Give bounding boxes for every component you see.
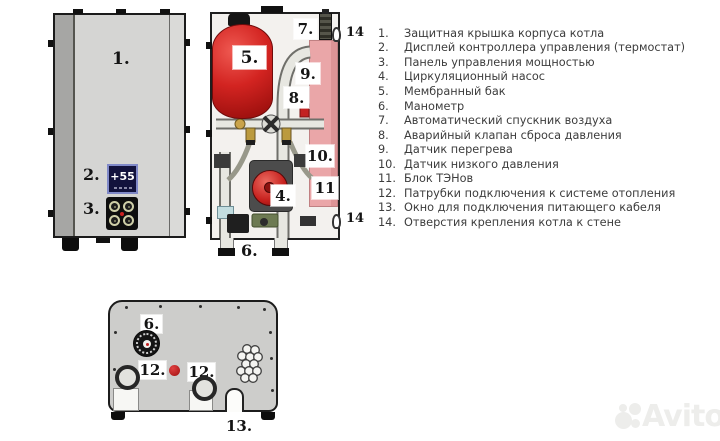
- legend-item: 14.Отверстия крепления котла к стене: [378, 215, 621, 229]
- panel-indicator-dot: [120, 212, 124, 216]
- tank-cap: [228, 13, 250, 26]
- screw-icon: [271, 389, 274, 392]
- display-buttons: [113, 187, 132, 189]
- ventilation-holes: [236, 344, 263, 383]
- avito-logo-icon: [619, 404, 627, 412]
- callout-12: 12.: [139, 361, 166, 379]
- top-tab: [73, 9, 83, 14]
- legend-item: 7.Автоматический спускник воздуха: [378, 114, 613, 128]
- outlet-pipe: [274, 238, 288, 249]
- front-right-strip: [169, 15, 184, 236]
- legend-item: 5.Мембранный бак: [378, 84, 506, 98]
- avito-watermark-text: Avito: [642, 399, 720, 434]
- callout-8: 8.: [284, 87, 309, 108]
- mounting-hole: [332, 214, 341, 229]
- avito-logo-icon: [629, 403, 641, 415]
- callout-6: 6.: [241, 241, 258, 260]
- legend-item: 12.Патрубки подключения к системе отопле…: [378, 186, 676, 200]
- pipes-graphic: [214, 45, 324, 238]
- air-vent-knob: [322, 9, 329, 14]
- screw-icon: [199, 305, 202, 308]
- callout-10: 10.: [306, 145, 334, 167]
- cable-window: [225, 388, 244, 412]
- callout-13: 13.: [226, 417, 253, 435]
- callout-1: 1.: [112, 49, 130, 69]
- power-knob: [123, 215, 134, 226]
- callout-14: 14: [346, 211, 365, 226]
- display-temperature-value: +55: [110, 170, 135, 183]
- air-vent: [319, 13, 332, 40]
- screw-icon: [159, 305, 162, 308]
- callout-14: 14: [346, 25, 365, 40]
- side-tab: [48, 40, 53, 47]
- callout-7: 7.: [294, 19, 317, 39]
- front-left-strip: [55, 15, 75, 236]
- legend-item: 8.Аварийный клапан сброса давления: [378, 128, 622, 142]
- legend-item: 4.Циркуляционный насос: [378, 70, 546, 84]
- screw-icon: [114, 331, 117, 334]
- side-tab: [48, 128, 53, 135]
- boiler-foot: [261, 412, 275, 420]
- legend: 1.Защитная крышка корпуса котла 2.Диспле…: [378, 26, 714, 230]
- top-tab: [160, 9, 170, 14]
- legend-item: 6.Манометр: [378, 99, 465, 113]
- power-knob: [109, 201, 120, 212]
- power-knob: [123, 201, 134, 212]
- outlet-pipe-cap: [272, 248, 289, 256]
- legend-item: 3.Панель управления мощностью: [378, 55, 595, 69]
- screw-icon: [269, 331, 272, 334]
- top-bracket: [261, 6, 283, 13]
- side-tab: [185, 126, 190, 133]
- top-tab: [116, 9, 126, 14]
- legend-item: 11.Блок ТЭНов: [378, 172, 474, 186]
- boiler-front-view: 1. +55 2. 3.: [53, 13, 186, 238]
- pipe-slot: [113, 388, 139, 411]
- callout-4: 4.: [271, 185, 295, 206]
- screw-icon: [113, 368, 116, 371]
- indicator-dot: [169, 365, 180, 376]
- avito-logo-icon: [631, 419, 640, 428]
- expansion-tank: [212, 24, 273, 119]
- side-tab: [185, 39, 190, 46]
- callout-3: 3.: [83, 199, 100, 218]
- power-knob: [109, 215, 120, 226]
- legend-item: 9.Датчик перегрева: [378, 143, 513, 157]
- screw-icon: [263, 308, 266, 311]
- legend-item: 1.Защитная крышка корпуса котла: [378, 26, 605, 40]
- bottom-tab: [96, 238, 110, 243]
- power-control-panel: [106, 197, 138, 230]
- boiler-foot: [62, 238, 79, 251]
- avito-watermark: Avito: [610, 396, 720, 438]
- heating-connection-port: [115, 365, 140, 390]
- screw-icon: [237, 306, 240, 309]
- legend-item: 2.Дисплей контроллера управления (термос…: [378, 41, 686, 55]
- callout-9: 9.: [296, 63, 320, 84]
- side-tab: [206, 42, 212, 49]
- side-tab: [206, 130, 212, 137]
- screw-icon: [270, 357, 273, 360]
- legend-item: 10.Датчик низкого давления: [378, 157, 559, 171]
- side-tab: [185, 208, 190, 215]
- outlet-pipe-cap: [218, 248, 235, 256]
- controller-display: +55: [107, 164, 138, 194]
- callout-6: 6.: [141, 315, 162, 333]
- heating-connection-port: [192, 376, 217, 401]
- mounting-hole: [332, 27, 341, 42]
- callout-5: 5.: [233, 46, 266, 69]
- pressure-gauge: [133, 330, 160, 357]
- callout-11: 11: [312, 177, 338, 199]
- side-tab: [206, 217, 212, 224]
- outlet-pipe: [220, 238, 234, 249]
- legend-item: 13.Окно для подключения питающего кабеля: [378, 201, 661, 215]
- side-tab: [48, 210, 53, 217]
- pipe-fitting-black: [227, 214, 249, 233]
- screw-icon: [125, 306, 128, 309]
- boiler-foot: [111, 412, 125, 420]
- callout-2: 2.: [83, 165, 100, 184]
- avito-logo-icon: [615, 412, 632, 429]
- boiler-foot: [121, 238, 138, 251]
